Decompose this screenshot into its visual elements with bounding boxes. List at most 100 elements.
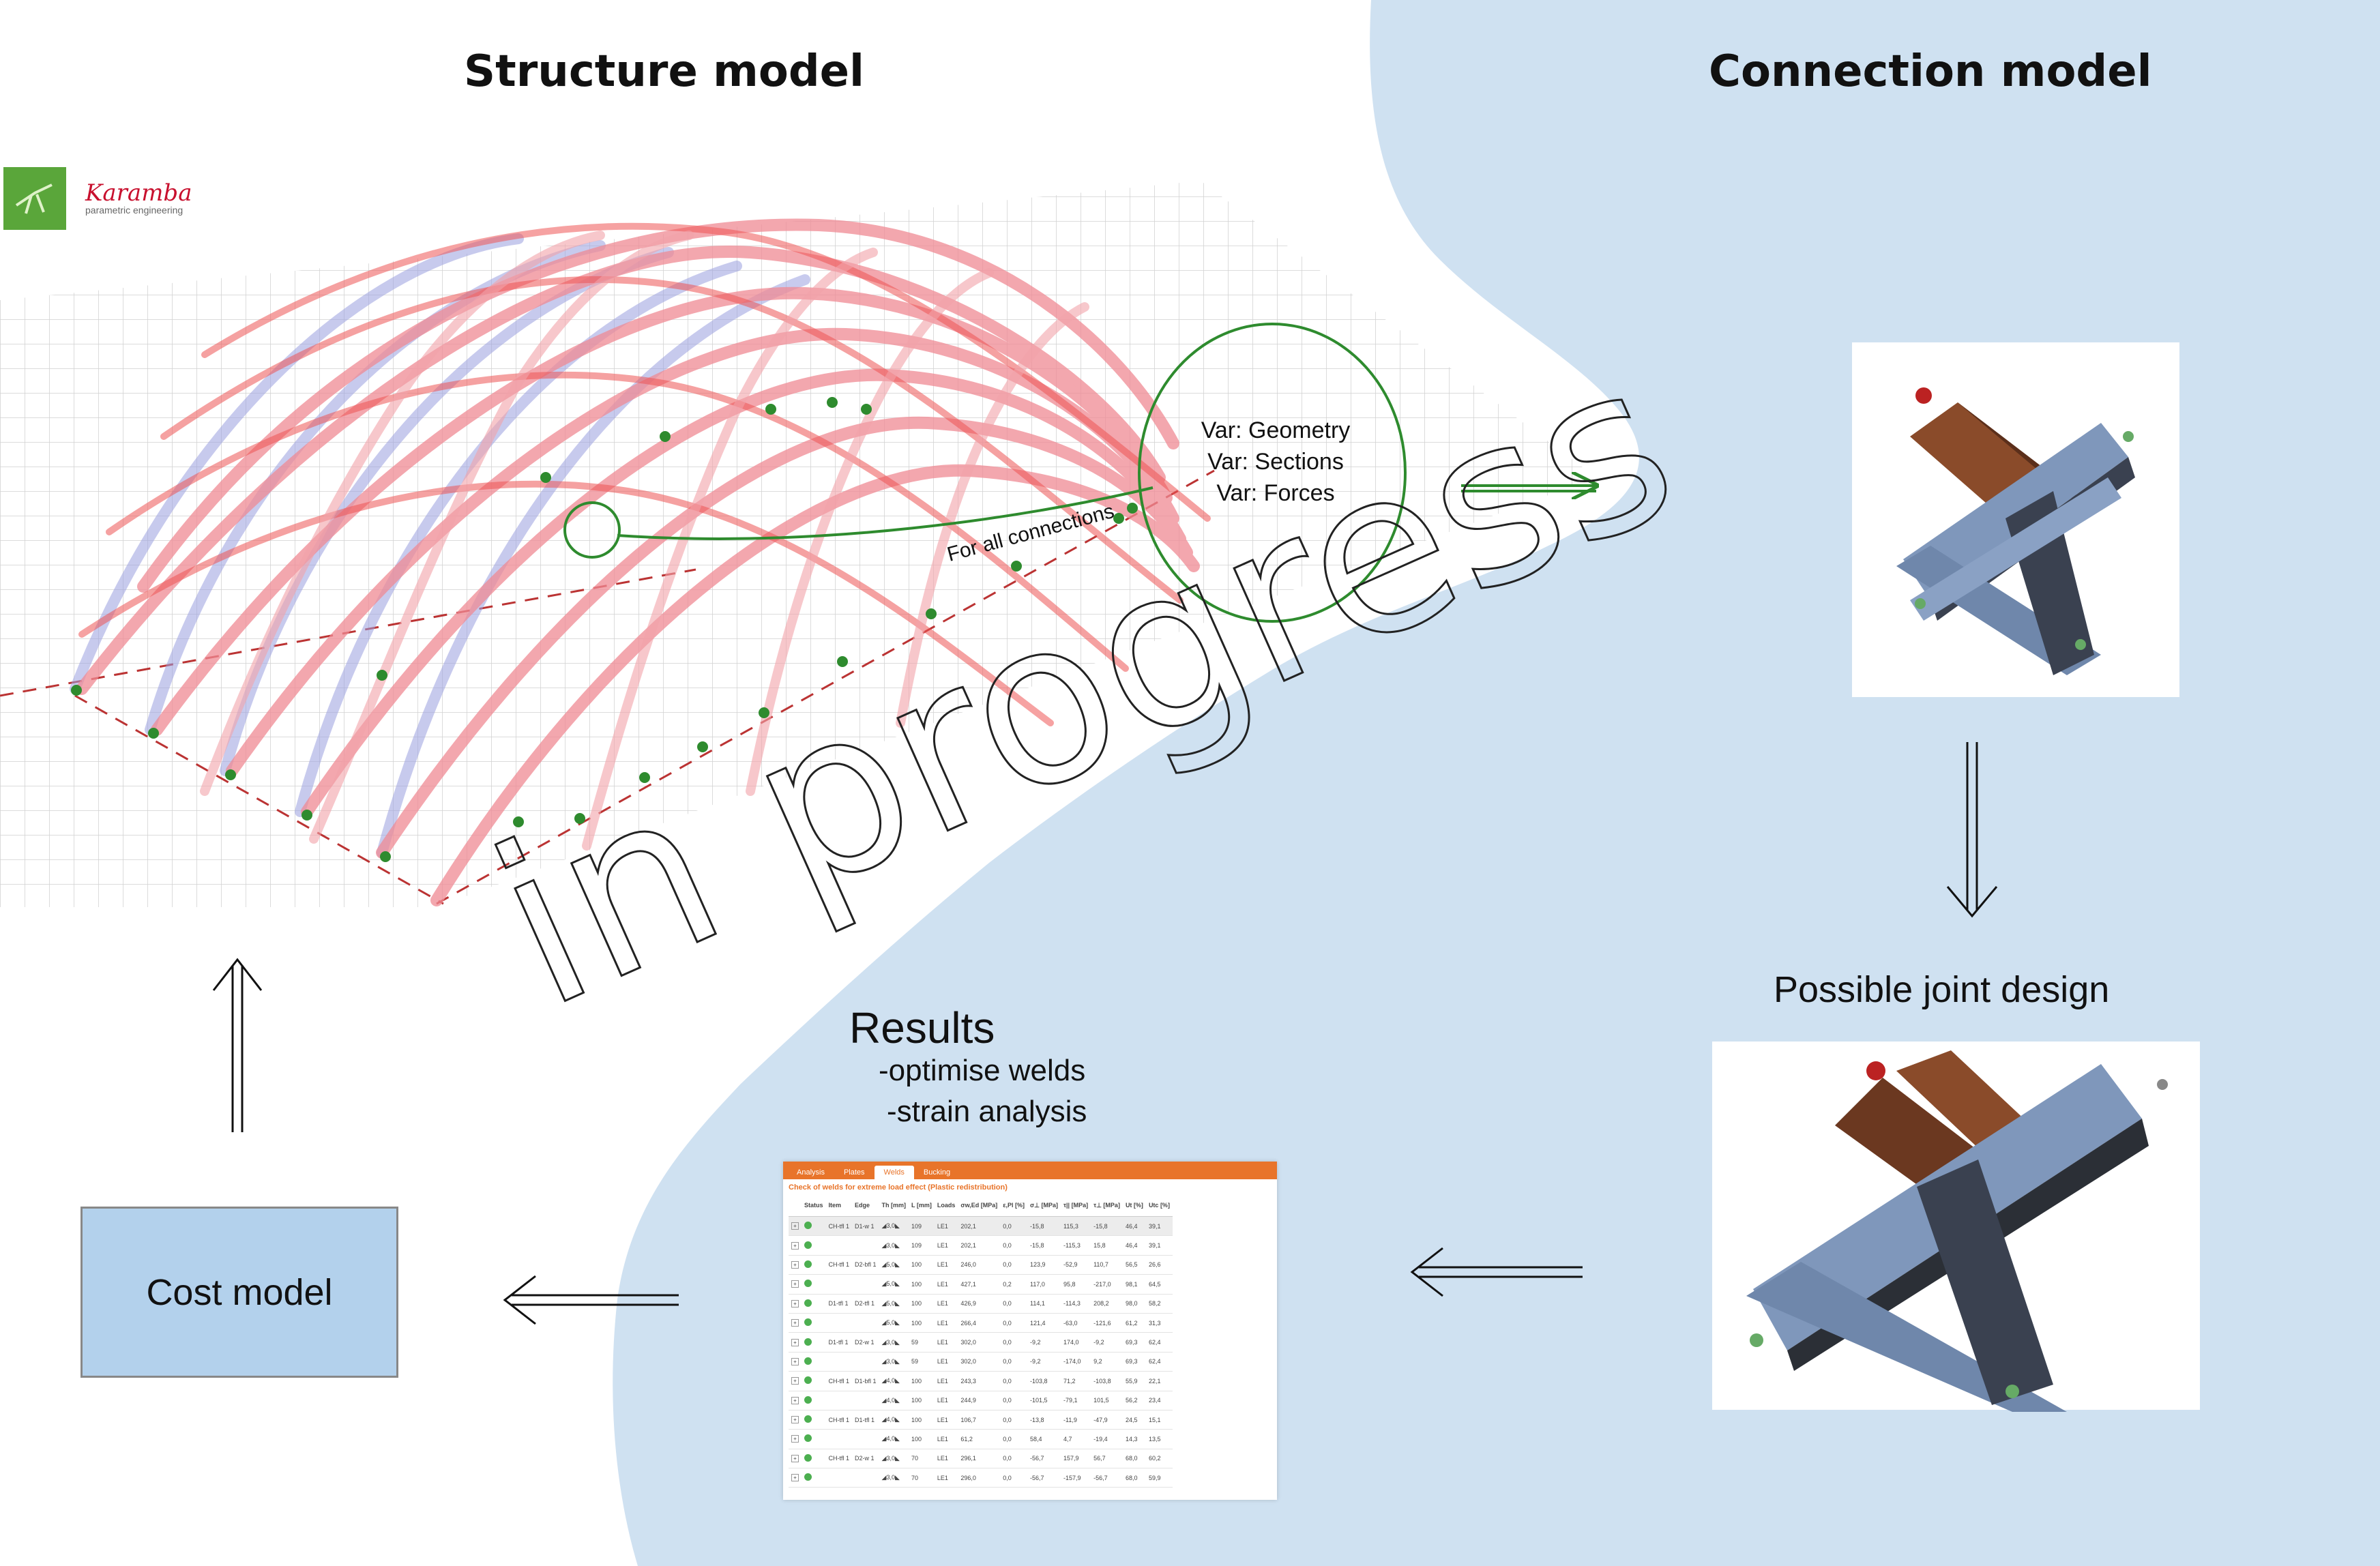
table-cell: -174,0 <box>1061 1352 1091 1372</box>
tab-welds[interactable]: Welds <box>874 1166 914 1179</box>
table-cell: CH-tfl 1 <box>825 1371 853 1391</box>
table-cell: D2-tfl 1 <box>852 1294 879 1314</box>
table-cell: -103,8 <box>1027 1371 1061 1391</box>
table-cell <box>852 1352 879 1372</box>
table-cell: 100 <box>909 1391 935 1410</box>
tab-analysis[interactable]: Analysis <box>797 1168 825 1177</box>
table-cell: 55,9 <box>1122 1371 1146 1391</box>
table-cell: 70 <box>909 1468 935 1488</box>
table-cell: 0,0 <box>1000 1468 1028 1488</box>
status-ok-icon <box>802 1468 826 1488</box>
expand-icon[interactable]: + <box>789 1255 802 1275</box>
expand-icon[interactable]: + <box>789 1294 802 1314</box>
table-cell: ◢4,0◣ <box>879 1429 909 1449</box>
welds-results-table: Analysis Plates Welds Bucking Check of w… <box>783 1162 1277 1500</box>
table-cell: D2-w 1 <box>852 1332 879 1353</box>
table-cell: ◢3,0◣ <box>879 1449 909 1469</box>
table-cell: 100 <box>909 1255 935 1275</box>
expand-icon[interactable]: + <box>789 1410 802 1430</box>
table-header-cell <box>789 1194 802 1217</box>
table-cell: -15,8 <box>1027 1235 1061 1256</box>
table-cell: 114,1 <box>1027 1294 1061 1314</box>
joint-design-image <box>1712 1041 2200 1412</box>
structure-model-grid <box>0 181 1596 907</box>
expand-icon[interactable]: + <box>789 1468 802 1488</box>
table-cell: 46,4 <box>1122 1216 1146 1237</box>
status-ok-icon <box>802 1371 826 1391</box>
table-cell: 56,7 <box>1091 1449 1123 1469</box>
table-cell: -101,5 <box>1027 1391 1061 1410</box>
table-cell: ◢4,0◣ <box>879 1410 909 1430</box>
expand-icon[interactable]: + <box>789 1391 802 1410</box>
table-cell: -121,6 <box>1091 1313 1123 1333</box>
expand-icon[interactable]: + <box>789 1449 802 1469</box>
table-cell: 426,9 <box>958 1294 1001 1314</box>
table-cell: LE1 <box>934 1352 958 1372</box>
table-cell: LE1 <box>934 1274 958 1295</box>
table-cell: LE1 <box>934 1429 958 1449</box>
table-cell: -63,0 <box>1061 1313 1091 1333</box>
table-cell: D2-bfl 1 <box>852 1255 879 1275</box>
table-cell: LE1 <box>934 1255 958 1275</box>
expand-icon[interactable]: + <box>789 1429 802 1449</box>
callout <box>563 323 1596 623</box>
table-tabs: Analysis Plates Welds Bucking <box>783 1162 1277 1179</box>
table-header-cell: Item <box>825 1194 853 1217</box>
expand-icon[interactable]: + <box>789 1371 802 1391</box>
table-cell: 106,7 <box>958 1410 1001 1430</box>
expand-icon[interactable]: + <box>789 1313 802 1333</box>
table-cell: 59,9 <box>1145 1468 1173 1488</box>
expand-icon[interactable]: + <box>789 1352 802 1372</box>
status-ok-icon <box>802 1216 826 1237</box>
expand-icon[interactable]: + <box>789 1235 802 1256</box>
table-cell <box>825 1468 853 1488</box>
table-cell: LE1 <box>934 1449 958 1469</box>
table-cell: D1-tfl 1 <box>852 1410 879 1430</box>
table-cell: ◢5,0◣ <box>879 1294 909 1314</box>
table-cell: ◢3,0◣ <box>879 1216 909 1237</box>
expand-icon[interactable]: + <box>789 1216 802 1237</box>
expand-icon[interactable]: + <box>789 1274 802 1295</box>
table-cell: 13,5 <box>1145 1429 1173 1449</box>
tab-bucking[interactable]: Bucking <box>923 1168 951 1177</box>
table-cell: 296,1 <box>958 1449 1001 1469</box>
expand-icon[interactable]: + <box>789 1332 802 1353</box>
table-cell: ◢4,0◣ <box>879 1371 909 1391</box>
table-cell: LE1 <box>934 1235 958 1256</box>
table-cell: LE1 <box>934 1313 958 1333</box>
table-cell: -79,1 <box>1061 1391 1091 1410</box>
table-cell: 100 <box>909 1371 935 1391</box>
table-cell: 0,0 <box>1000 1255 1028 1275</box>
tab-plates[interactable]: Plates <box>843 1168 865 1177</box>
table-cell: 0,0 <box>1000 1429 1028 1449</box>
table-cell: 69,3 <box>1122 1332 1146 1353</box>
table-cell: -103,8 <box>1091 1371 1123 1391</box>
var-sections: Var: Sections <box>1207 449 1344 475</box>
table-cell: 0,0 <box>1000 1313 1028 1333</box>
table-cell: 59 <box>909 1332 935 1353</box>
table-cell: ◢5,0◣ <box>879 1274 909 1295</box>
table-cell: -9,2 <box>1091 1332 1123 1353</box>
table-cell: 95,8 <box>1061 1274 1091 1295</box>
table-cell: D1-tfl 1 <box>825 1332 853 1353</box>
table-cell: 69,3 <box>1122 1352 1146 1372</box>
results-item-strain: -strain analysis <box>887 1095 1087 1128</box>
table-cell: 62,4 <box>1145 1352 1173 1372</box>
table-cell: 100 <box>909 1274 935 1295</box>
var-forces: Var: Forces <box>1216 480 1335 506</box>
